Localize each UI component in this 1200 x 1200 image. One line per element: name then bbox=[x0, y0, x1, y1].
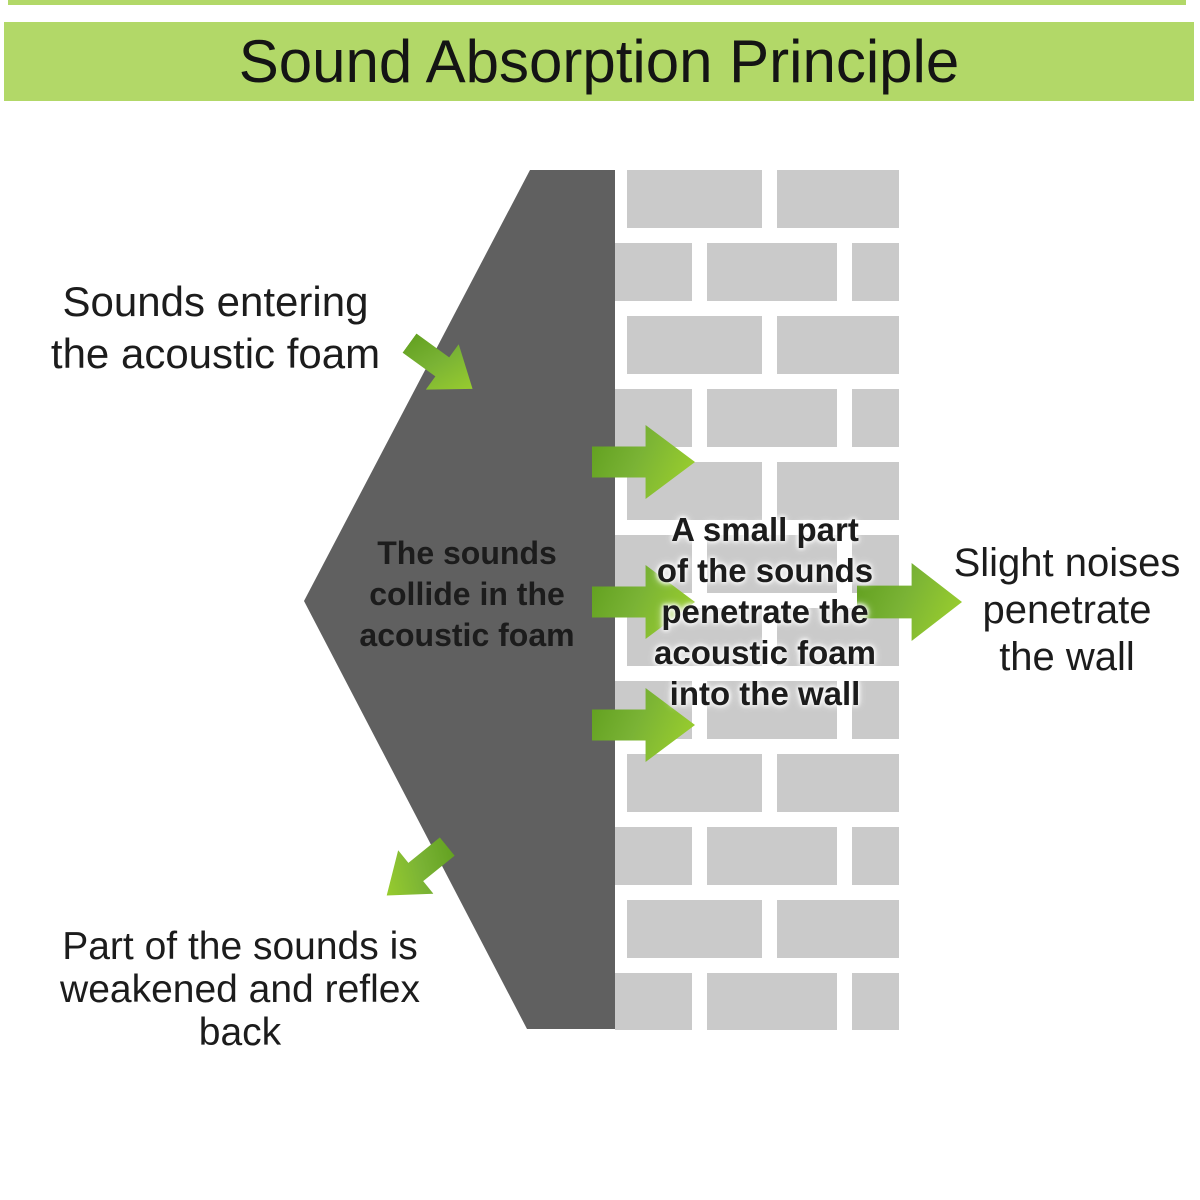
label-line: weakened and reflex back bbox=[60, 968, 420, 1054]
brick bbox=[777, 170, 899, 228]
label-line: into the wall bbox=[669, 675, 861, 712]
label-small-part-penetrates: A small part of the sounds penetrate the… bbox=[615, 509, 915, 714]
brick bbox=[707, 973, 837, 1030]
brick bbox=[627, 316, 762, 374]
brick bbox=[707, 681, 837, 739]
label-sounds-entering: Sounds entering the acoustic foam bbox=[18, 276, 413, 380]
label-line: Sounds entering bbox=[62, 278, 369, 325]
label-line: the wall bbox=[999, 635, 1135, 679]
label-line: Slight noises bbox=[953, 541, 1181, 585]
brick bbox=[852, 535, 899, 593]
brick bbox=[627, 900, 762, 958]
label-slight-noises: Slight noises penetrate the wall bbox=[937, 540, 1197, 681]
brick bbox=[615, 243, 692, 301]
brick bbox=[627, 170, 762, 228]
label-line: the acoustic foam bbox=[50, 330, 381, 377]
label-line: Part of the sounds is bbox=[62, 925, 418, 968]
label-line: collide in the bbox=[369, 576, 565, 612]
brick bbox=[777, 462, 899, 520]
label-line: acoustic foam bbox=[359, 617, 575, 653]
brick bbox=[852, 389, 899, 447]
brick bbox=[627, 754, 762, 812]
brick bbox=[777, 754, 899, 812]
label-sounds-collide: The sounds collide in the acoustic foam bbox=[317, 533, 617, 656]
label-reflex-back: Part of the sounds is weakened and refle… bbox=[30, 925, 450, 1054]
brick bbox=[777, 316, 899, 374]
title-band: Sound Absorption Principle bbox=[4, 22, 1194, 101]
label-line: acoustic foam bbox=[654, 634, 876, 671]
brick bbox=[852, 243, 899, 301]
label-line: The sounds bbox=[377, 535, 557, 571]
brick bbox=[707, 827, 837, 885]
brick bbox=[852, 973, 899, 1030]
brick bbox=[615, 827, 692, 885]
label-line: A small part bbox=[671, 511, 859, 548]
brick bbox=[615, 973, 692, 1030]
brick bbox=[707, 389, 837, 447]
brick bbox=[707, 535, 837, 593]
page-title: Sound Absorption Principle bbox=[238, 28, 960, 95]
brick bbox=[852, 681, 899, 739]
label-line: penetrate the bbox=[661, 593, 869, 630]
brick bbox=[852, 827, 899, 885]
brick bbox=[707, 243, 837, 301]
label-line: penetrate bbox=[982, 588, 1152, 632]
label-line: of the sounds bbox=[656, 552, 874, 589]
brick bbox=[777, 900, 899, 958]
top-green-strip bbox=[8, 0, 1186, 5]
brick-wall bbox=[615, 170, 899, 1030]
